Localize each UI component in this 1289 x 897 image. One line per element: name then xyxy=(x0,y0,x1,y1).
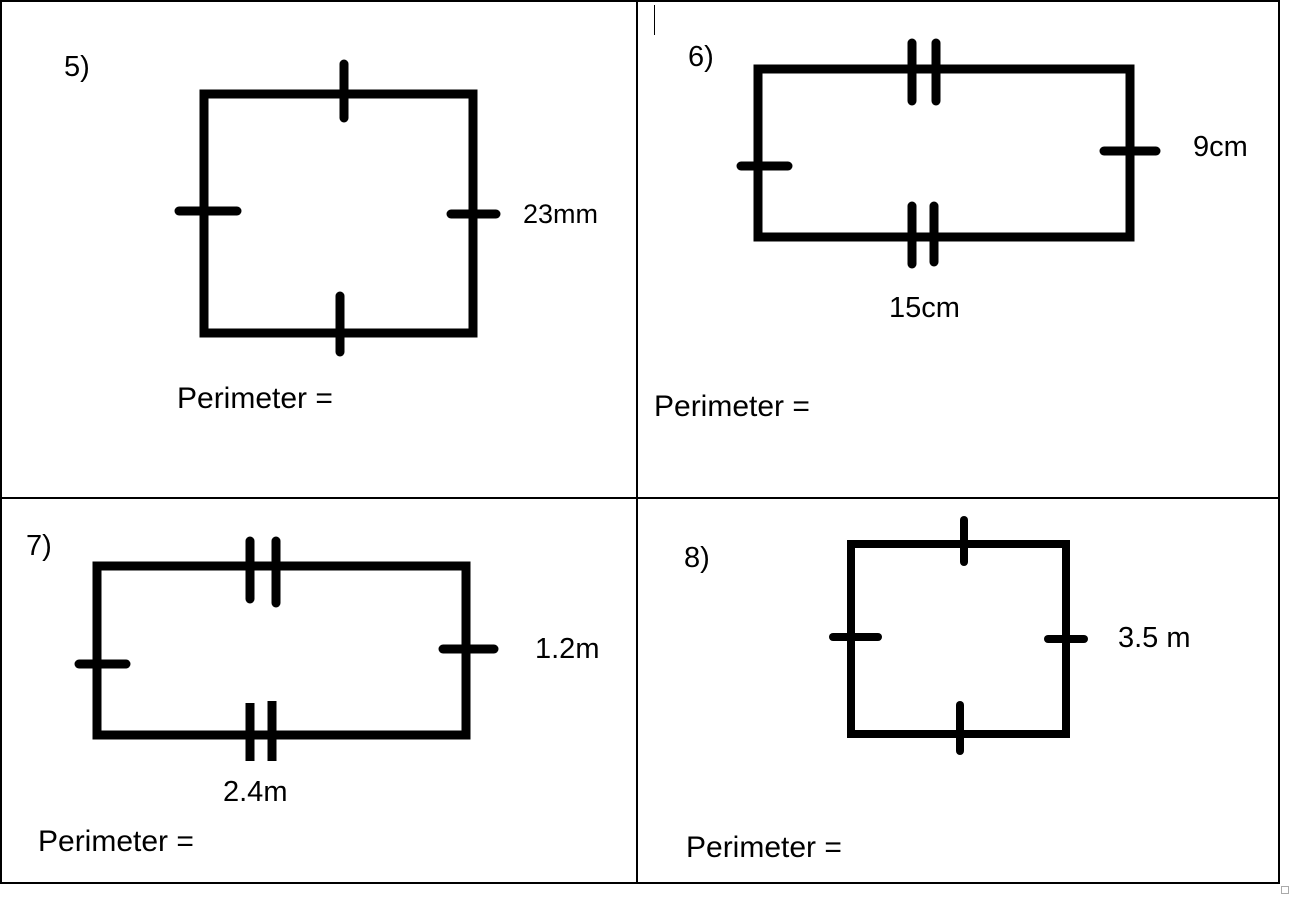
text-cursor xyxy=(654,5,655,35)
side-length-label: 23mm xyxy=(523,199,599,229)
perimeter-label: Perimeter = xyxy=(686,831,842,864)
problem-number: 5) xyxy=(64,51,90,83)
width-label: 2.4m xyxy=(223,776,288,808)
side-length-label: 3.5 m xyxy=(1118,622,1191,654)
table-divider-horizontal xyxy=(0,497,1280,499)
problem-number: 8) xyxy=(684,542,710,574)
problem-7-cell: 7) 1.2m 2.4m Perimeter = xyxy=(0,499,636,882)
height-label: 9cm xyxy=(1193,131,1248,163)
square-shape xyxy=(174,59,501,357)
problem-5-cell: 5) 23mm Perimeter = xyxy=(0,0,636,497)
problem-number: 7) xyxy=(26,530,52,562)
perimeter-label: Perimeter = xyxy=(38,825,194,858)
rectangle-outline xyxy=(92,561,471,740)
table-border-top xyxy=(0,0,1280,2)
table-resize-handle[interactable] xyxy=(1281,886,1289,894)
perimeter-label: Perimeter = xyxy=(654,390,810,423)
perimeter-label: Perimeter = xyxy=(177,382,333,415)
problem-6-cell: 6) 9cm 15cm Perimeter = xyxy=(638,0,1278,497)
table-border-bottom xyxy=(0,882,1280,884)
problem-8-cell: 8) 3.5 m Perimeter = xyxy=(638,499,1278,882)
problem-number: 6) xyxy=(688,41,714,73)
table-border-right xyxy=(1278,0,1280,884)
square-shape xyxy=(829,516,1088,755)
rectangle-shape xyxy=(74,536,499,761)
width-label: 15cm xyxy=(889,292,960,324)
height-label: 1.2m xyxy=(535,633,600,665)
rectangle-shape xyxy=(736,38,1161,269)
table-divider-vertical xyxy=(636,0,638,884)
table-border-left xyxy=(0,0,2,884)
rectangle-outline xyxy=(753,64,1135,242)
